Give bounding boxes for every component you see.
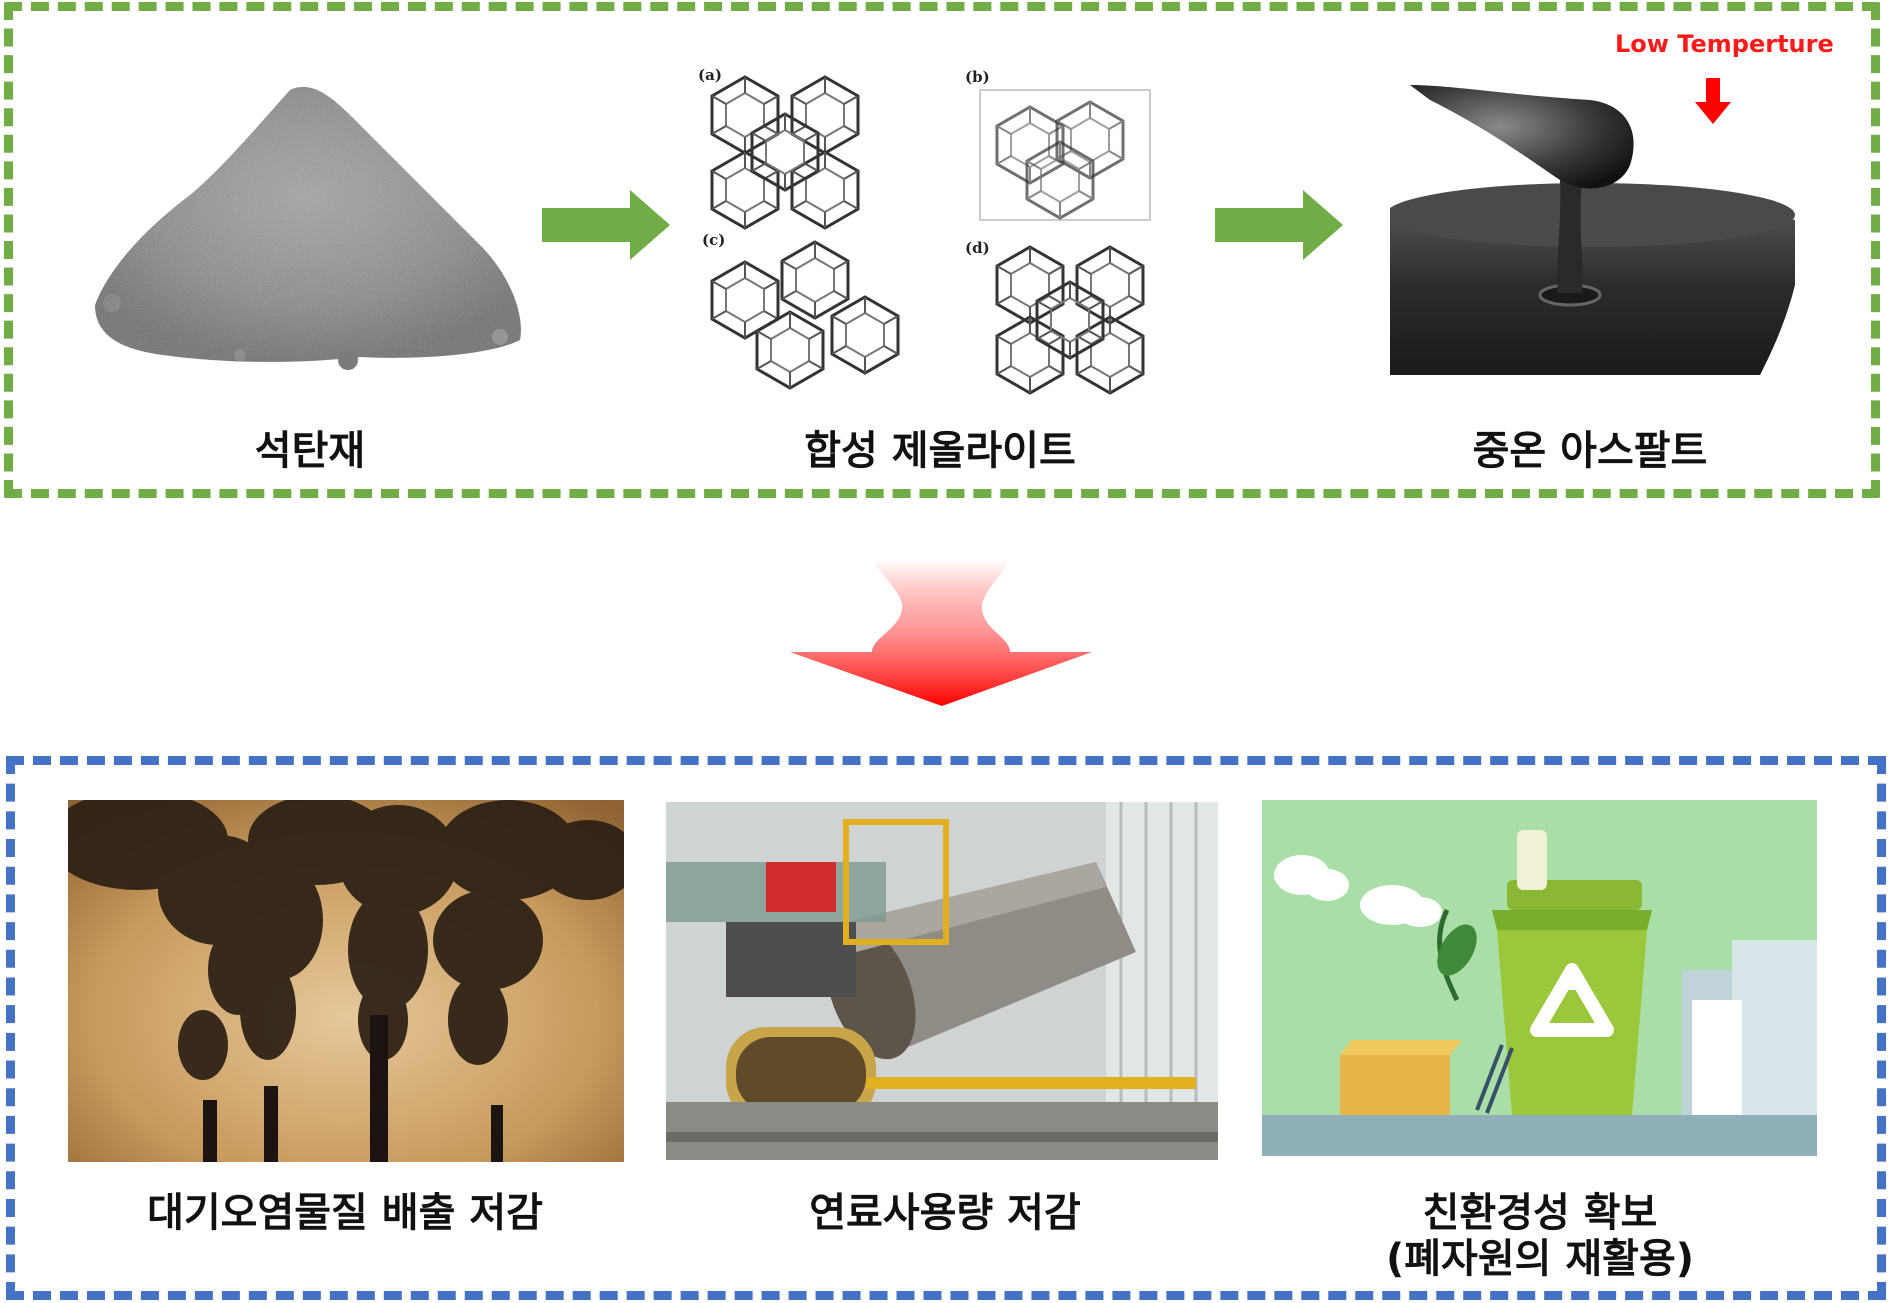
- recycling-image: [1262, 800, 1817, 1156]
- coal-ash-image: [90, 75, 530, 375]
- warm-asphalt-label: 중온 아스팔트: [1472, 428, 1708, 474]
- green-right-arrow-icon: [542, 190, 670, 260]
- synthetic-zeolite-label: 합성 제올라이트: [804, 428, 1076, 474]
- bottom-benefits-frame: [6, 756, 1886, 1300]
- zeolite-panel-d-label: (d): [965, 239, 990, 257]
- zeolite-panel-a-label: (a): [698, 66, 722, 84]
- low-temperature-annotation: Low Temperture: [1615, 30, 1834, 58]
- red-down-small-arrow-icon: [1695, 78, 1731, 124]
- emission-reduction-label: 대기오염물질 배출 저감: [147, 1190, 543, 1236]
- zeolite-structures-image: (a) (b) (c) (d): [690, 60, 1200, 400]
- green-right-arrow-icon: [1215, 190, 1343, 260]
- recycle-icon: [1530, 963, 1614, 1037]
- top-process-frame: [4, 2, 1880, 498]
- fuel-reduction-label: 연료사용량 저감: [809, 1190, 1081, 1236]
- waste-recycling-label: (폐자원의 재활용): [1385, 1236, 1695, 1282]
- air-pollution-image: [68, 800, 624, 1162]
- asphalt-image: [1390, 85, 1795, 375]
- red-down-arrow-icon: [790, 560, 1092, 706]
- zeolite-panel-c-label: (c): [702, 231, 725, 249]
- coal-ash-label: 석탄재: [254, 428, 366, 474]
- eco-friendly-label: 친환경성 확보: [1422, 1190, 1658, 1236]
- rotary-kiln-image: [666, 802, 1218, 1160]
- zeolite-panel-b-label: (b): [965, 68, 990, 86]
